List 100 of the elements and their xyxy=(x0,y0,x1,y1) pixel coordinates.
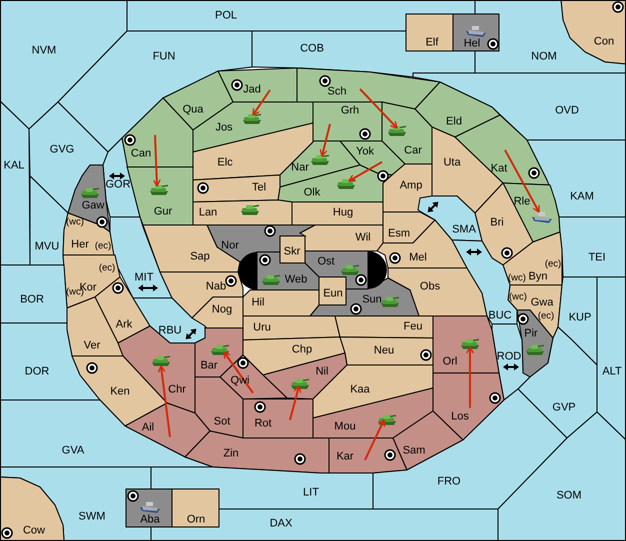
region-label: Ost xyxy=(317,256,335,268)
region-label: Kat xyxy=(490,164,508,174)
region-label: Jos xyxy=(215,122,233,134)
region-label: Ver xyxy=(84,340,100,352)
region-label: Mou xyxy=(334,422,356,432)
region-label: Obs xyxy=(420,282,440,292)
region-label: Aba xyxy=(140,514,160,526)
region-label: BOR xyxy=(20,294,44,306)
region-label: Gur xyxy=(154,206,172,218)
coast-label: (wc) xyxy=(508,273,526,283)
region-label: Uta xyxy=(443,158,461,168)
region-label: Amp xyxy=(400,180,422,192)
region-label: Qua xyxy=(182,104,204,116)
region-label: ALT xyxy=(602,366,622,378)
region-label: Zin xyxy=(223,448,239,460)
region-label: Hug xyxy=(332,208,354,218)
region-label: Kaa xyxy=(350,384,370,396)
coast-label: (ec) xyxy=(94,241,112,251)
coast-label: (ec) xyxy=(544,259,562,269)
region-label: RBU xyxy=(158,326,182,336)
region-label: GOR xyxy=(105,180,131,190)
region-label: COB xyxy=(300,44,324,54)
region-label: Pir xyxy=(524,328,538,340)
region-label: DAX xyxy=(270,518,292,530)
region-label: Neu xyxy=(374,346,394,356)
region-label: Bri xyxy=(490,218,504,228)
region-label: MIT xyxy=(134,272,154,284)
region-label: Kar xyxy=(336,452,354,462)
region-label: Sch xyxy=(328,86,346,98)
region-label: SMA xyxy=(452,224,476,236)
region-label: Chr xyxy=(168,384,186,396)
region-label: MVU xyxy=(34,242,60,252)
region-label: Her xyxy=(71,240,89,250)
region-label: FRO xyxy=(437,476,461,488)
region-label: Gwa xyxy=(530,298,554,308)
region-label: Rot xyxy=(254,418,272,430)
region-label: Feu xyxy=(404,322,422,332)
region-label: Ark xyxy=(116,320,132,330)
region-label: Web xyxy=(284,274,308,286)
region-label: Sun xyxy=(362,294,382,306)
region-label: Yok xyxy=(356,146,374,158)
region-label: ROD xyxy=(496,352,522,362)
region-label: SOM xyxy=(556,490,582,502)
region-label: Sap xyxy=(190,252,210,262)
move-arrow xyxy=(252,89,271,116)
region-label: Wil xyxy=(355,232,371,244)
region-label: Car xyxy=(404,146,422,156)
coast-label: (ec) xyxy=(98,263,116,273)
region-label: Sot xyxy=(214,416,230,428)
coast-label: (wc) xyxy=(509,292,527,302)
move-arrow xyxy=(364,419,386,460)
region-label: Elf xyxy=(426,38,438,48)
region-label: Lan xyxy=(198,208,218,218)
region-label: GVP xyxy=(552,402,576,414)
region-label: Olk xyxy=(304,188,320,198)
region-label: Sam xyxy=(402,446,426,456)
region-label: Jad xyxy=(243,84,261,96)
region-label: Elc xyxy=(217,158,233,168)
region-label: Tel xyxy=(252,182,266,194)
region-label: Rle xyxy=(514,196,530,208)
region-label: NOM xyxy=(531,52,557,62)
region-label: Nar xyxy=(291,162,309,174)
region-label: Ken xyxy=(110,386,130,398)
region-label: POL xyxy=(215,10,237,22)
region-label: NVM xyxy=(32,46,56,56)
region-label: KAM xyxy=(570,192,594,202)
region-label: Can xyxy=(130,148,152,160)
region-label: KAL xyxy=(4,160,24,172)
region-label: Bar xyxy=(200,360,218,372)
region-label: Nab xyxy=(206,282,226,292)
region-label: Eun xyxy=(323,288,343,300)
region-label: Chp xyxy=(292,344,312,356)
move-arrow xyxy=(466,346,474,408)
region-label: Los xyxy=(451,412,469,422)
coast-label: (ec) xyxy=(538,311,554,321)
region-label: Cow xyxy=(23,526,45,536)
move-arrow xyxy=(152,134,161,187)
region-label: Ail xyxy=(142,422,154,434)
region-label: GVG xyxy=(50,144,74,156)
region-label: Hel xyxy=(464,38,480,50)
region-label: DOR xyxy=(24,366,50,378)
region-label: TEI xyxy=(588,252,606,264)
region-label: GVA xyxy=(62,446,84,456)
region-label: Skr xyxy=(284,246,300,258)
region-label: FUN xyxy=(152,52,176,62)
region-label: Con xyxy=(594,36,614,48)
coast-label: (wc) xyxy=(66,217,84,227)
region-label: LIT xyxy=(303,488,319,498)
region-label: Uru xyxy=(253,322,271,334)
region-label: Gaw xyxy=(82,200,104,212)
region-label: Orn xyxy=(186,514,206,526)
region-label: OVD xyxy=(555,106,579,116)
region-label: Esm xyxy=(388,228,410,240)
region-label: SWM xyxy=(78,512,106,522)
region-label: Nil xyxy=(316,366,328,378)
move-arrow xyxy=(319,124,331,157)
region-label: Grh xyxy=(340,106,360,116)
region-label: BUC xyxy=(488,310,512,322)
region-label: Eld xyxy=(446,116,462,128)
region-label: Nog xyxy=(212,304,232,316)
